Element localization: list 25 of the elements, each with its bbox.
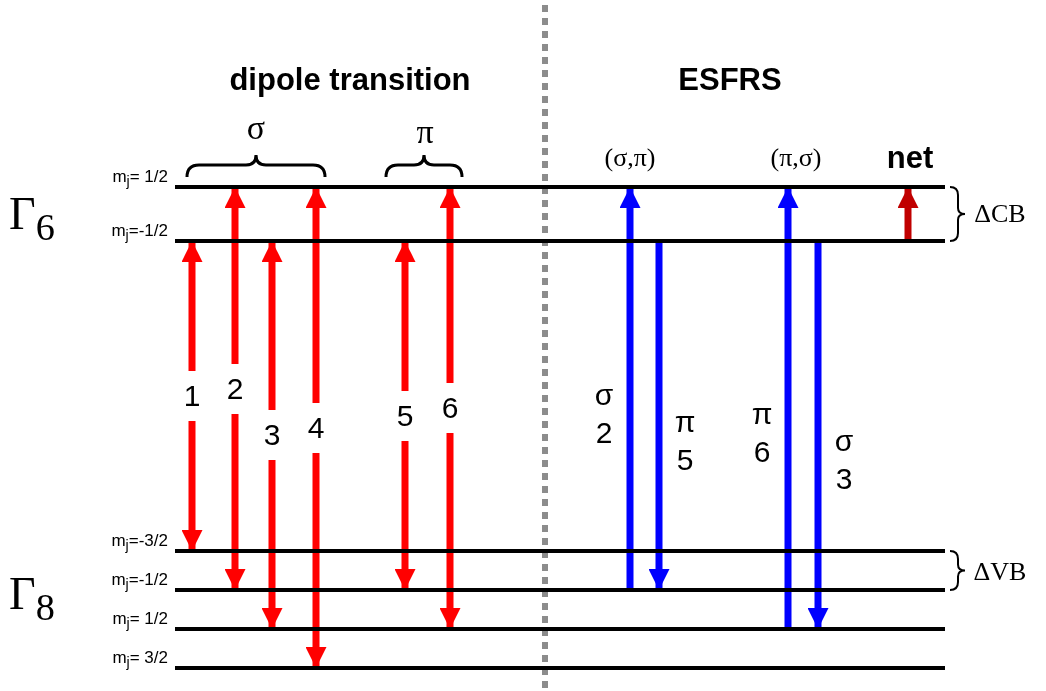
level-label: m$_{j}$=-1/2 xyxy=(110,221,168,246)
arrow xyxy=(224,186,246,591)
splitting-label: ΔVB xyxy=(973,557,1027,587)
level-label: m$_{j}$=-3/2 xyxy=(110,531,168,556)
transition-pair-label: (σ,π) xyxy=(604,143,656,173)
edge-label: π 5 xyxy=(673,403,697,478)
arrow xyxy=(305,186,327,669)
brace-label: π xyxy=(416,113,434,151)
splitting-label: ΔCB xyxy=(974,199,1026,229)
level-label: m$_{j}$= 1/2 xyxy=(111,167,168,192)
level-label: m$_{j}$= 1/2 xyxy=(111,609,168,634)
brace-label: σ xyxy=(246,109,266,147)
edge-label: π 6 xyxy=(750,396,774,470)
heading: ESFRS xyxy=(678,62,782,98)
level-label: m$_{j}$= 3/2 xyxy=(111,648,168,673)
edge-label: σ 2 xyxy=(593,376,615,451)
arrow xyxy=(261,240,283,630)
heading: dipole transition xyxy=(229,62,471,98)
arrow xyxy=(439,186,461,630)
net-label: net xyxy=(886,140,934,176)
level-label: m$_{j}$=-1/2 xyxy=(110,570,168,595)
band-label: Γ$_{8}$ xyxy=(9,567,55,629)
band-label: Γ$_{6}$ xyxy=(9,187,55,249)
edge-label: σ 3 xyxy=(833,423,855,497)
transition-pair-label: (π,σ) xyxy=(770,143,822,173)
